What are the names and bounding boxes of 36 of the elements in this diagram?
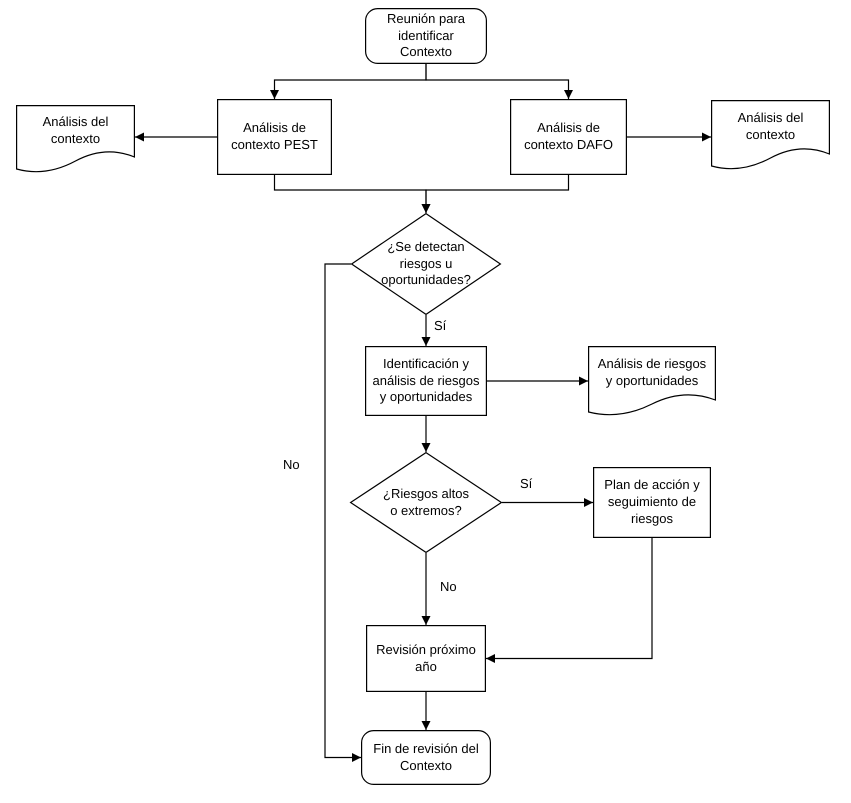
arrow bbox=[422, 553, 430, 625]
node-label: Análisis de contexto DAFO bbox=[523, 120, 614, 154]
arrow bbox=[135, 132, 217, 142]
arrow bbox=[422, 175, 570, 213]
arrow bbox=[627, 132, 711, 142]
arrow bbox=[422, 315, 430, 346]
node-label: Reunión para identificar Contexto bbox=[386, 10, 466, 62]
decision-diamond bbox=[351, 213, 501, 315]
arrow bbox=[486, 538, 653, 663]
node-label: Análisis de riesgos y oportunidades bbox=[596, 356, 708, 390]
arrow bbox=[502, 498, 593, 507]
process-box bbox=[365, 346, 487, 416]
node-label: ¿Se detectan riesgos u oportunidades? bbox=[381, 238, 471, 290]
node-label: Identificación y análisis de riesgos y oportunidades bbox=[372, 356, 480, 406]
process-box bbox=[510, 99, 627, 175]
arrow bbox=[487, 376, 588, 386]
node-label: Plan de acción y seguimiento de riesgos bbox=[603, 477, 701, 528]
node-label: Análisis de contexto PEST bbox=[230, 120, 319, 154]
arrow bbox=[422, 416, 430, 452]
decision-diamond bbox=[350, 452, 502, 553]
arrow bbox=[422, 692, 430, 730]
document-shape bbox=[16, 105, 135, 171]
document-shape bbox=[588, 346, 716, 414]
node-label: Revisión próximo año bbox=[375, 642, 477, 676]
document-shape bbox=[711, 100, 830, 168]
terminal-box bbox=[361, 730, 491, 785]
process-box bbox=[217, 99, 332, 175]
node-label: Análisis del contexto bbox=[736, 110, 804, 144]
node-label: Análisis del contexto bbox=[42, 114, 110, 148]
arrow bbox=[324, 263, 361, 762]
arrow bbox=[425, 64, 573, 99]
node-label: Fin de revisión del Contexto bbox=[372, 740, 480, 774]
node-label: ¿Riesgos altos o extremos? bbox=[382, 486, 470, 520]
terminal-box bbox=[365, 8, 487, 64]
process-box bbox=[593, 467, 711, 538]
process-box bbox=[366, 625, 486, 692]
